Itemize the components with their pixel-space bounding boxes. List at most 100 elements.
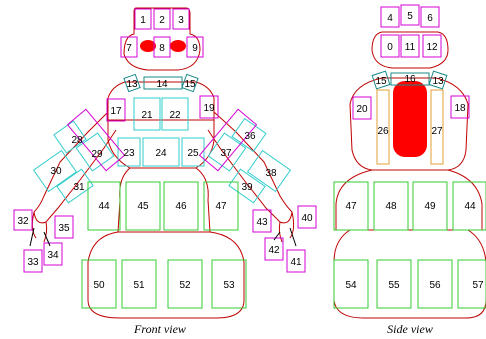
front-torso-outline bbox=[107, 98, 215, 169]
sensor-pad bbox=[87, 181, 121, 231]
sensor-pad bbox=[167, 259, 203, 309]
sensor-pad bbox=[199, 95, 219, 119]
sensor-pad bbox=[125, 181, 161, 231]
sensor-pad bbox=[390, 72, 430, 86]
sensor-pad bbox=[400, 34, 420, 58]
pad-label: 50 bbox=[93, 280, 105, 291]
front-right-finger-line bbox=[273, 231, 281, 241]
pad-label: 19 bbox=[203, 103, 215, 114]
pad-label: 57 bbox=[472, 280, 484, 291]
front-body-outline bbox=[31, 7, 295, 319]
pad-label: 53 bbox=[223, 280, 235, 291]
sensor-pad bbox=[452, 181, 486, 231]
pad-label: 56 bbox=[429, 280, 441, 291]
pad-label: 15 bbox=[375, 76, 387, 87]
sensor-pad bbox=[106, 98, 126, 122]
pad-label: 28 bbox=[71, 135, 83, 146]
sensor-pad bbox=[186, 36, 204, 58]
side-waist-outline bbox=[335, 169, 483, 231]
pad-label: 31 bbox=[73, 182, 85, 193]
pad-label: 9 bbox=[192, 43, 198, 54]
pad-label: 14 bbox=[156, 79, 168, 90]
sensor-pad bbox=[143, 76, 183, 90]
pad-label: 55 bbox=[388, 280, 400, 291]
sensor-pad bbox=[352, 96, 372, 120]
sensor-pad bbox=[252, 209, 272, 233]
sensor-pad bbox=[142, 137, 180, 167]
side-skirt-outline bbox=[333, 229, 486, 319]
sensor-pad bbox=[54, 215, 74, 239]
sensor-pad bbox=[203, 181, 239, 231]
pad-label: 49 bbox=[424, 201, 436, 212]
sensor-pad bbox=[380, 6, 400, 28]
pad-label: 47 bbox=[215, 201, 227, 212]
pad-label: 0 bbox=[387, 42, 393, 53]
sensor-pad bbox=[134, 8, 152, 30]
pad-label: 44 bbox=[98, 201, 110, 212]
pad-label: 15 bbox=[184, 79, 196, 90]
sensor-pad bbox=[371, 70, 391, 90]
sensor-pad bbox=[428, 70, 448, 90]
side-core-block bbox=[393, 81, 427, 157]
sensor-pad bbox=[163, 181, 199, 231]
sensor-pad bbox=[23, 249, 43, 273]
sensor-pad bbox=[333, 181, 369, 231]
sensor-pad bbox=[264, 237, 284, 261]
sensor-pad bbox=[376, 89, 390, 165]
pad-label: 36 bbox=[244, 131, 256, 142]
pad-label: 4 bbox=[387, 13, 393, 24]
pad-label: 13 bbox=[126, 79, 138, 90]
pad-label: 43 bbox=[256, 217, 268, 228]
pad-label: 1 bbox=[140, 15, 146, 26]
sensor-pad bbox=[172, 8, 190, 30]
sensor-pad bbox=[13, 209, 33, 231]
sensor-pad bbox=[286, 249, 306, 273]
pad-label: 18 bbox=[454, 103, 466, 114]
sensor-pad bbox=[181, 73, 199, 93]
sensor-pad bbox=[153, 36, 171, 58]
pad-label: 24 bbox=[155, 148, 167, 159]
sensor-pad bbox=[450, 95, 470, 119]
front-head-outline bbox=[123, 7, 201, 71]
sensor-pad bbox=[133, 97, 161, 131]
pad-label: 51 bbox=[133, 280, 145, 291]
pad-label: 29 bbox=[91, 149, 103, 160]
pad-label: 8 bbox=[159, 43, 165, 54]
front-left-finger-line bbox=[29, 227, 35, 247]
front-left-eye bbox=[140, 40, 156, 52]
sensor-pad bbox=[32, 149, 78, 193]
pad-label: 26 bbox=[377, 126, 389, 137]
sensor-pad bbox=[246, 149, 292, 193]
pad-label: 37 bbox=[220, 148, 232, 159]
sensor-pad bbox=[43, 242, 63, 266]
sensor-pad bbox=[75, 132, 115, 172]
sensor-pad bbox=[457, 259, 486, 309]
side-body-outline bbox=[333, 31, 486, 319]
pad-label: 30 bbox=[50, 166, 62, 177]
sensor-pad bbox=[181, 137, 205, 167]
sensor-pad bbox=[53, 120, 87, 154]
sensor-pad bbox=[380, 34, 400, 58]
pad-label: 3 bbox=[178, 15, 184, 26]
sensor-pad bbox=[66, 108, 126, 172]
sensor-pad bbox=[373, 181, 409, 231]
pad-label: 23 bbox=[123, 148, 135, 159]
pad-label: 47 bbox=[345, 201, 357, 212]
sensor-pad bbox=[420, 6, 440, 28]
side-head-outline bbox=[371, 31, 449, 69]
pad-label: 7 bbox=[126, 43, 132, 54]
front-right-finger-line bbox=[289, 227, 297, 247]
sensor-pad bbox=[56, 168, 94, 204]
pad-label: 13 bbox=[432, 76, 444, 87]
pad-label: 48 bbox=[385, 201, 397, 212]
side-view-caption: Side view bbox=[387, 322, 433, 336]
sensor-pad bbox=[376, 259, 412, 309]
pad-label: 17 bbox=[110, 106, 122, 117]
sensor-pad bbox=[228, 168, 266, 204]
sensor-pad bbox=[153, 8, 171, 30]
sensor-pad bbox=[123, 73, 141, 93]
sensor-pad bbox=[211, 259, 247, 309]
pad-label: 34 bbox=[47, 250, 59, 261]
sensor-pad bbox=[430, 89, 444, 165]
